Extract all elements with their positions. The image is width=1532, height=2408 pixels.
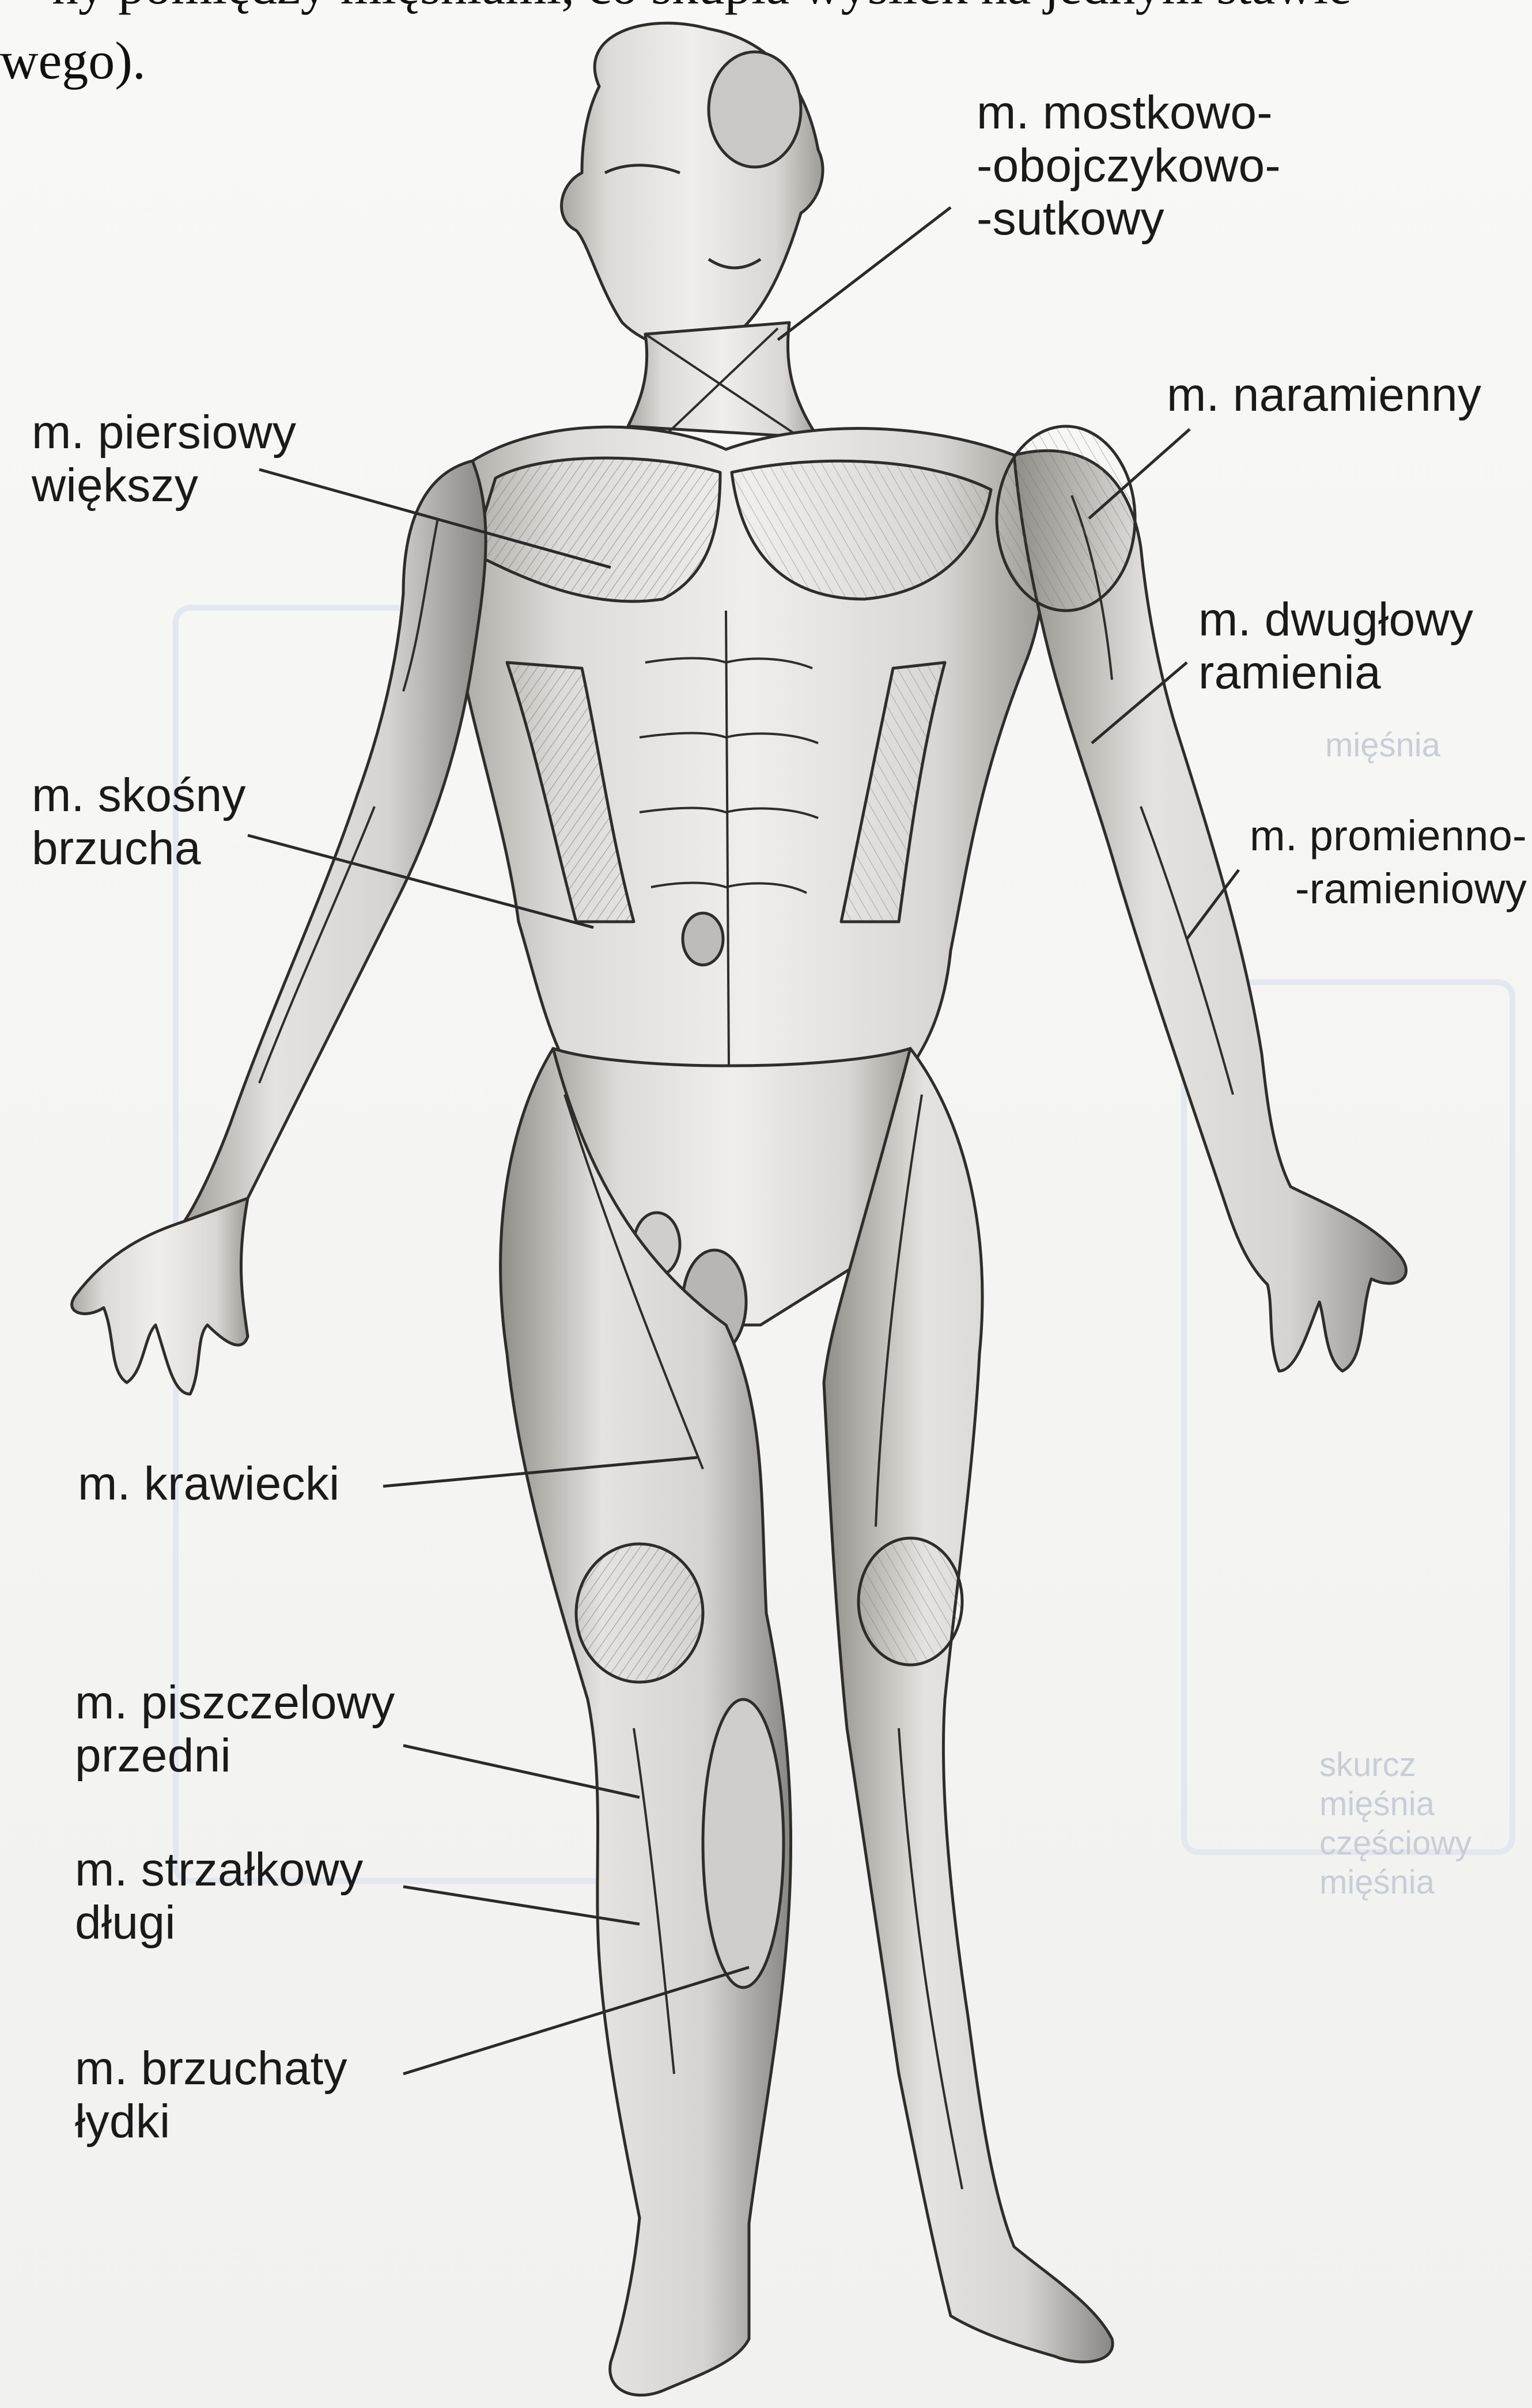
label-biceps: m. dwugłowy ramienia (1198, 593, 1473, 699)
label-deltoid: m. naramienny (1167, 369, 1481, 422)
label-pectoralis-major: m. piersiowy większy (32, 406, 296, 512)
label-peroneus-longus: m. strzałkowy długi (75, 1843, 364, 1949)
label-sartorius: m. krawiecki (78, 1457, 340, 1510)
label-gastrocnemius: m. brzuchaty łydki (75, 2042, 347, 2148)
label-tibialis-anterior: m. piszczelowy przedni (75, 1676, 395, 1782)
label-brachioradialis: m. promienno- -ramieniowy (1210, 809, 1527, 915)
leader-line-sternocleidomastoid (778, 207, 951, 340)
label-sternocleidomastoid: m. mostkowo- -obojczykowo- -sutkowy (977, 86, 1281, 245)
label-oblique: m. skośny brzucha (32, 769, 246, 875)
